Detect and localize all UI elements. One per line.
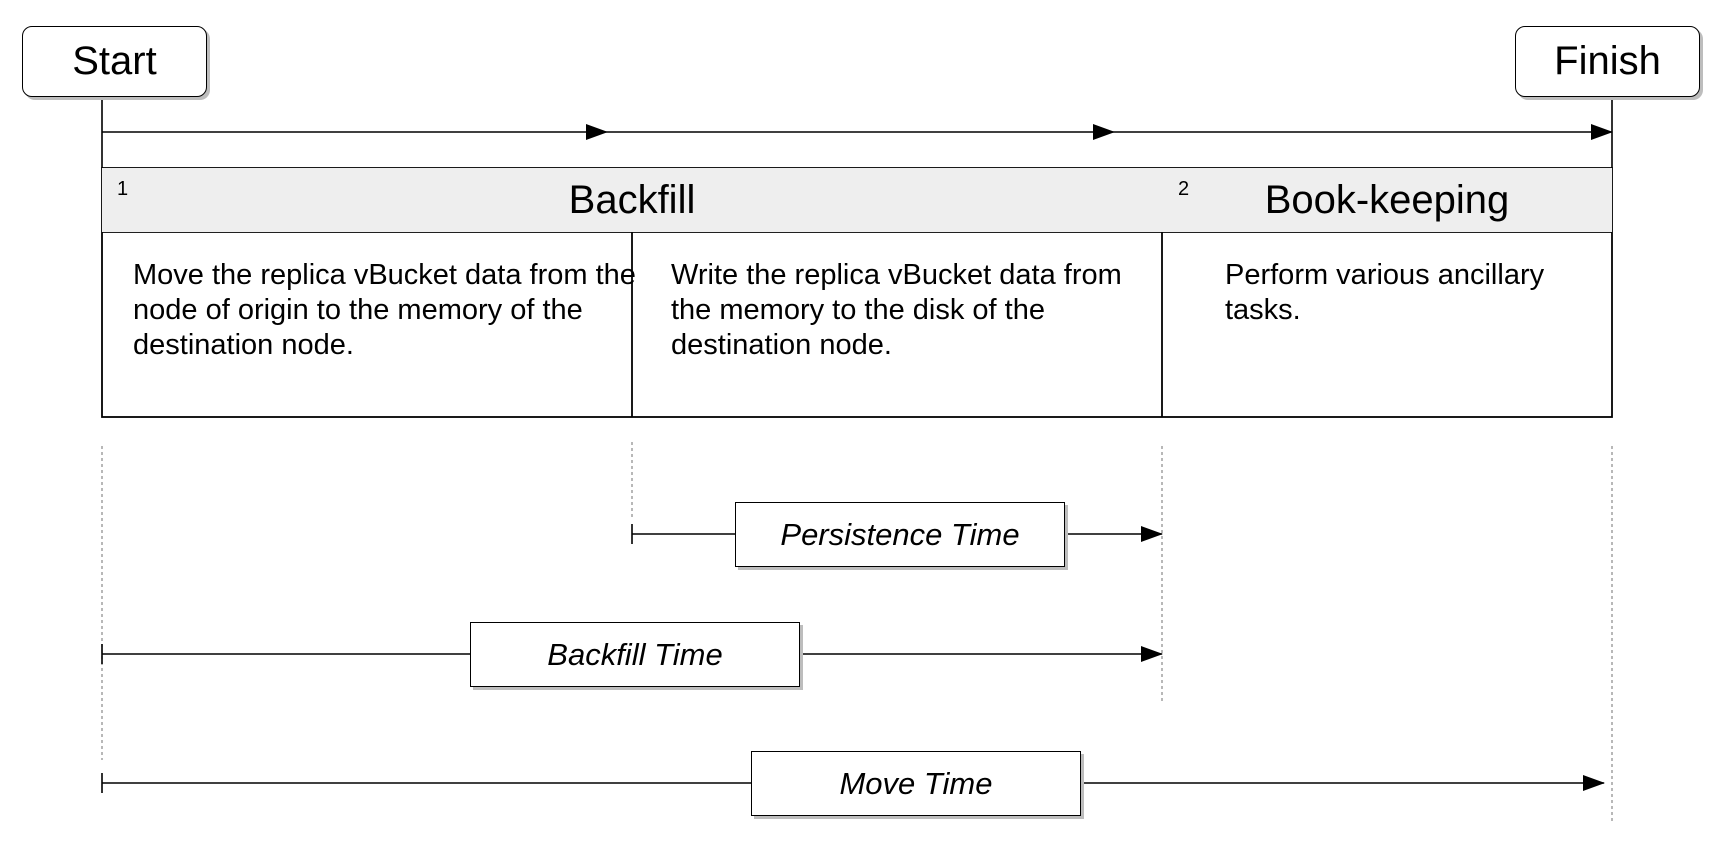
backfill-time-label: Backfill Time: [470, 622, 800, 687]
step-move-to-memory: Move the replica vBucket data from the n…: [133, 259, 636, 361]
phase-number-2: 2: [1178, 178, 1190, 200]
move-time-label: Move Time: [751, 751, 1081, 816]
step-write-to-disk: Write the replica vBucket data from the …: [671, 259, 1122, 361]
finish-milestone: Finish: [1515, 26, 1700, 97]
start-milestone: Start: [22, 26, 207, 97]
phase-header-backfill: Backfill: [102, 168, 1162, 232]
persistence-time-label: Persistence Time: [735, 502, 1065, 567]
phase-header-book-keeping: Book-keeping: [1162, 168, 1612, 232]
phase-number-1: 1: [117, 178, 129, 200]
step-ancillary-tasks: Perform various ancillary tasks.: [1225, 259, 1545, 326]
